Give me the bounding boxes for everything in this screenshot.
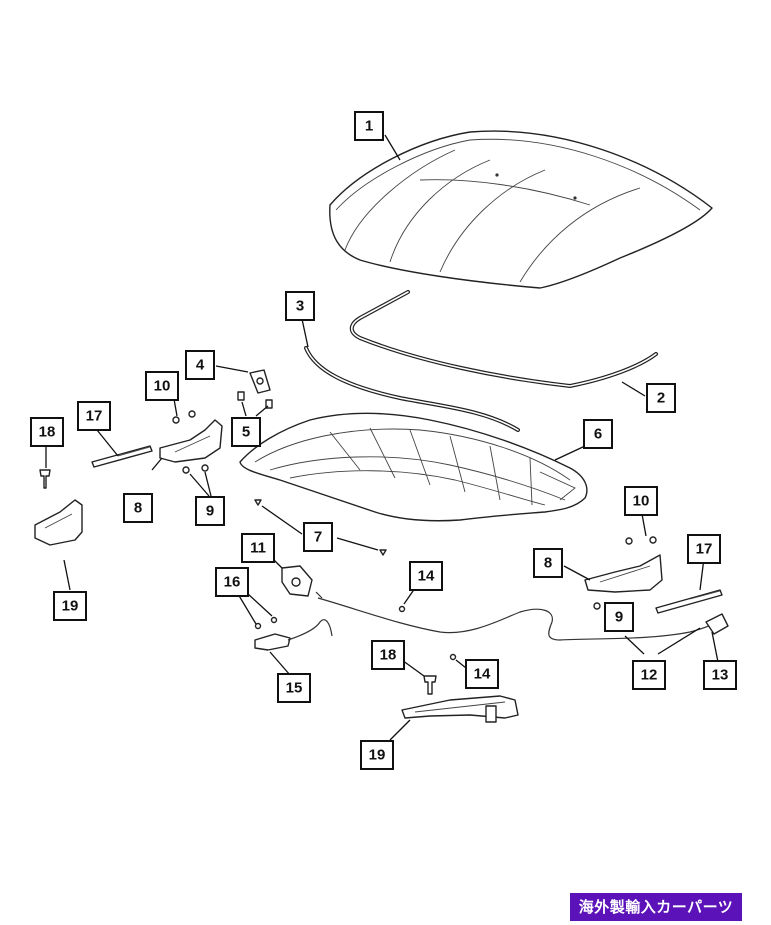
callout-10-left: 10 <box>145 371 179 401</box>
part-release-handle <box>705 613 729 635</box>
callout-17-left: 17 <box>77 401 111 431</box>
svg-text:18: 18 <box>380 647 397 664</box>
callout-19-left: 19 <box>53 591 87 621</box>
callout-15: 15 <box>277 673 311 703</box>
svg-text:14: 14 <box>418 568 435 585</box>
part-hinge-left <box>159 419 223 463</box>
callout-7: 7 <box>303 522 333 552</box>
callout-14-bottom: 14 <box>465 659 499 689</box>
svg-text:12: 12 <box>641 667 658 684</box>
part-hinge-right <box>584 554 663 593</box>
svg-text:15: 15 <box>286 680 303 697</box>
callout-2: 2 <box>646 383 676 413</box>
callout-5: 5 <box>231 417 261 447</box>
part-bumper-left <box>39 469 51 489</box>
svg-text:9: 9 <box>615 609 623 626</box>
callout-1: 1 <box>354 111 384 141</box>
callout-4: 4 <box>185 350 215 380</box>
svg-text:1: 1 <box>365 118 373 135</box>
callout-14-top: 14 <box>409 561 443 591</box>
callout-13: 13 <box>703 660 737 690</box>
callout-16: 16 <box>215 567 249 597</box>
part-hood-seal <box>349 290 658 389</box>
part-bracket-19-center <box>401 695 519 723</box>
part-bracket-19-left <box>34 499 83 546</box>
leader-lines <box>45 134 719 741</box>
part-strut-right <box>655 589 723 614</box>
part-front-seal <box>304 346 520 432</box>
part-bolts <box>237 391 273 409</box>
svg-text:4: 4 <box>196 357 205 374</box>
callout-17-right: 17 <box>687 534 721 564</box>
callout-8-left: 8 <box>123 493 153 523</box>
part-bracket <box>249 369 271 394</box>
svg-text:13: 13 <box>712 667 729 684</box>
svg-text:10: 10 <box>633 493 650 510</box>
svg-text:6: 6 <box>594 426 602 443</box>
svg-text:19: 19 <box>369 747 386 764</box>
part-fasteners-right <box>593 536 657 610</box>
callout-3: 3 <box>285 291 315 321</box>
svg-text:3: 3 <box>296 298 304 315</box>
callout-11: 11 <box>241 533 275 563</box>
svg-text:17: 17 <box>696 541 713 558</box>
part-release-cable <box>315 591 717 641</box>
callout-6: 6 <box>583 419 613 449</box>
svg-text:9: 9 <box>206 503 214 520</box>
callout-9-left: 9 <box>195 496 225 526</box>
svg-text:16: 16 <box>224 574 241 591</box>
callout-18-center: 18 <box>371 640 405 670</box>
callout-19-center: 19 <box>360 740 394 770</box>
part-hood <box>329 130 713 289</box>
part-secondary-latch <box>254 616 333 651</box>
svg-text:7: 7 <box>314 529 322 546</box>
callout-10-right: 10 <box>624 486 658 516</box>
svg-text:18: 18 <box>39 424 56 441</box>
svg-text:11: 11 <box>250 540 266 557</box>
svg-text:10: 10 <box>154 378 171 395</box>
part-clips <box>254 499 387 556</box>
svg-text:17: 17 <box>86 408 103 425</box>
watermark-banner: 海外製輸入カーパーツ <box>570 893 742 921</box>
part-strut-left <box>91 445 153 468</box>
part-grommets <box>398 605 457 661</box>
svg-text:2: 2 <box>657 390 665 407</box>
callout-18-left: 18 <box>30 417 64 447</box>
callout-9-right: 9 <box>604 602 634 632</box>
callout-12: 12 <box>632 660 666 690</box>
svg-text:8: 8 <box>134 500 142 517</box>
svg-text:19: 19 <box>62 598 79 615</box>
part-latch <box>281 565 313 597</box>
callout-8-right: 8 <box>533 548 563 578</box>
svg-text:14: 14 <box>474 666 491 683</box>
part-bumper-center <box>423 675 437 695</box>
svg-text:8: 8 <box>544 555 552 572</box>
svg-text:5: 5 <box>242 424 250 441</box>
part-fasteners-left <box>172 410 209 474</box>
part-hood-inner-panel <box>239 412 588 522</box>
